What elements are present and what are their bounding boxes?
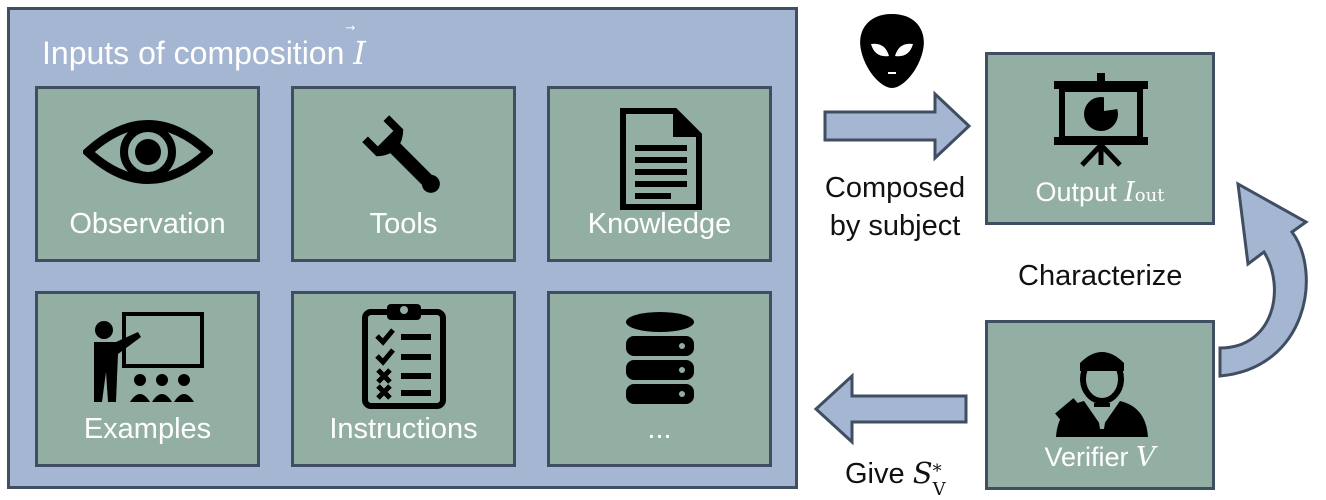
give-arrow: [813, 372, 968, 446]
input-tile-other: ...: [547, 291, 772, 467]
checklist-icon: [361, 304, 446, 409]
composition-arrow: [823, 90, 972, 162]
output-box: Output Iout: [985, 52, 1215, 225]
verifier-label: Verifier V: [1044, 442, 1156, 473]
input-label-instructions: Instructions: [329, 413, 478, 445]
inputs-panel: Inputs of composition ⃗I Observation Too…: [7, 7, 798, 489]
panel-title: Inputs of composition ⃗I: [42, 34, 366, 72]
input-label-examples: Examples: [83, 413, 212, 445]
verifier-box: Verifier V: [985, 320, 1215, 490]
presentation-icon: [1054, 73, 1148, 167]
composed-label-line1: Composed: [824, 172, 966, 204]
input-label-other: ...: [647, 413, 672, 445]
wrench-icon: [361, 115, 440, 193]
characterize-label: Characterize: [1018, 260, 1183, 292]
panel-title-variable: ⃗I: [353, 34, 366, 72]
eye-icon: [82, 120, 213, 184]
output-label: Output Iout: [1035, 177, 1165, 208]
panel-title-text: Inputs of composition: [42, 35, 345, 71]
input-tile-observation: Observation: [35, 86, 260, 262]
input-tile-instructions: Instructions: [291, 291, 516, 467]
input-label-knowledge: Knowledge: [587, 208, 732, 240]
input-label-tools: Tools: [369, 208, 438, 240]
database-icon: [625, 312, 694, 404]
alien-icon: [860, 14, 924, 88]
document-icon: [619, 108, 702, 210]
input-tile-examples: Examples: [35, 291, 260, 467]
teacher-icon: [93, 312, 204, 402]
input-tile-tools: Tools: [291, 86, 516, 262]
characterize-arrow: [1218, 181, 1309, 378]
input-tile-knowledge: Knowledge: [547, 86, 772, 262]
judge-icon: [1055, 352, 1148, 437]
composed-label-line2: by subject: [829, 210, 961, 242]
input-label-observation: Observation: [69, 208, 226, 240]
give-label: Give S*V: [845, 456, 946, 500]
